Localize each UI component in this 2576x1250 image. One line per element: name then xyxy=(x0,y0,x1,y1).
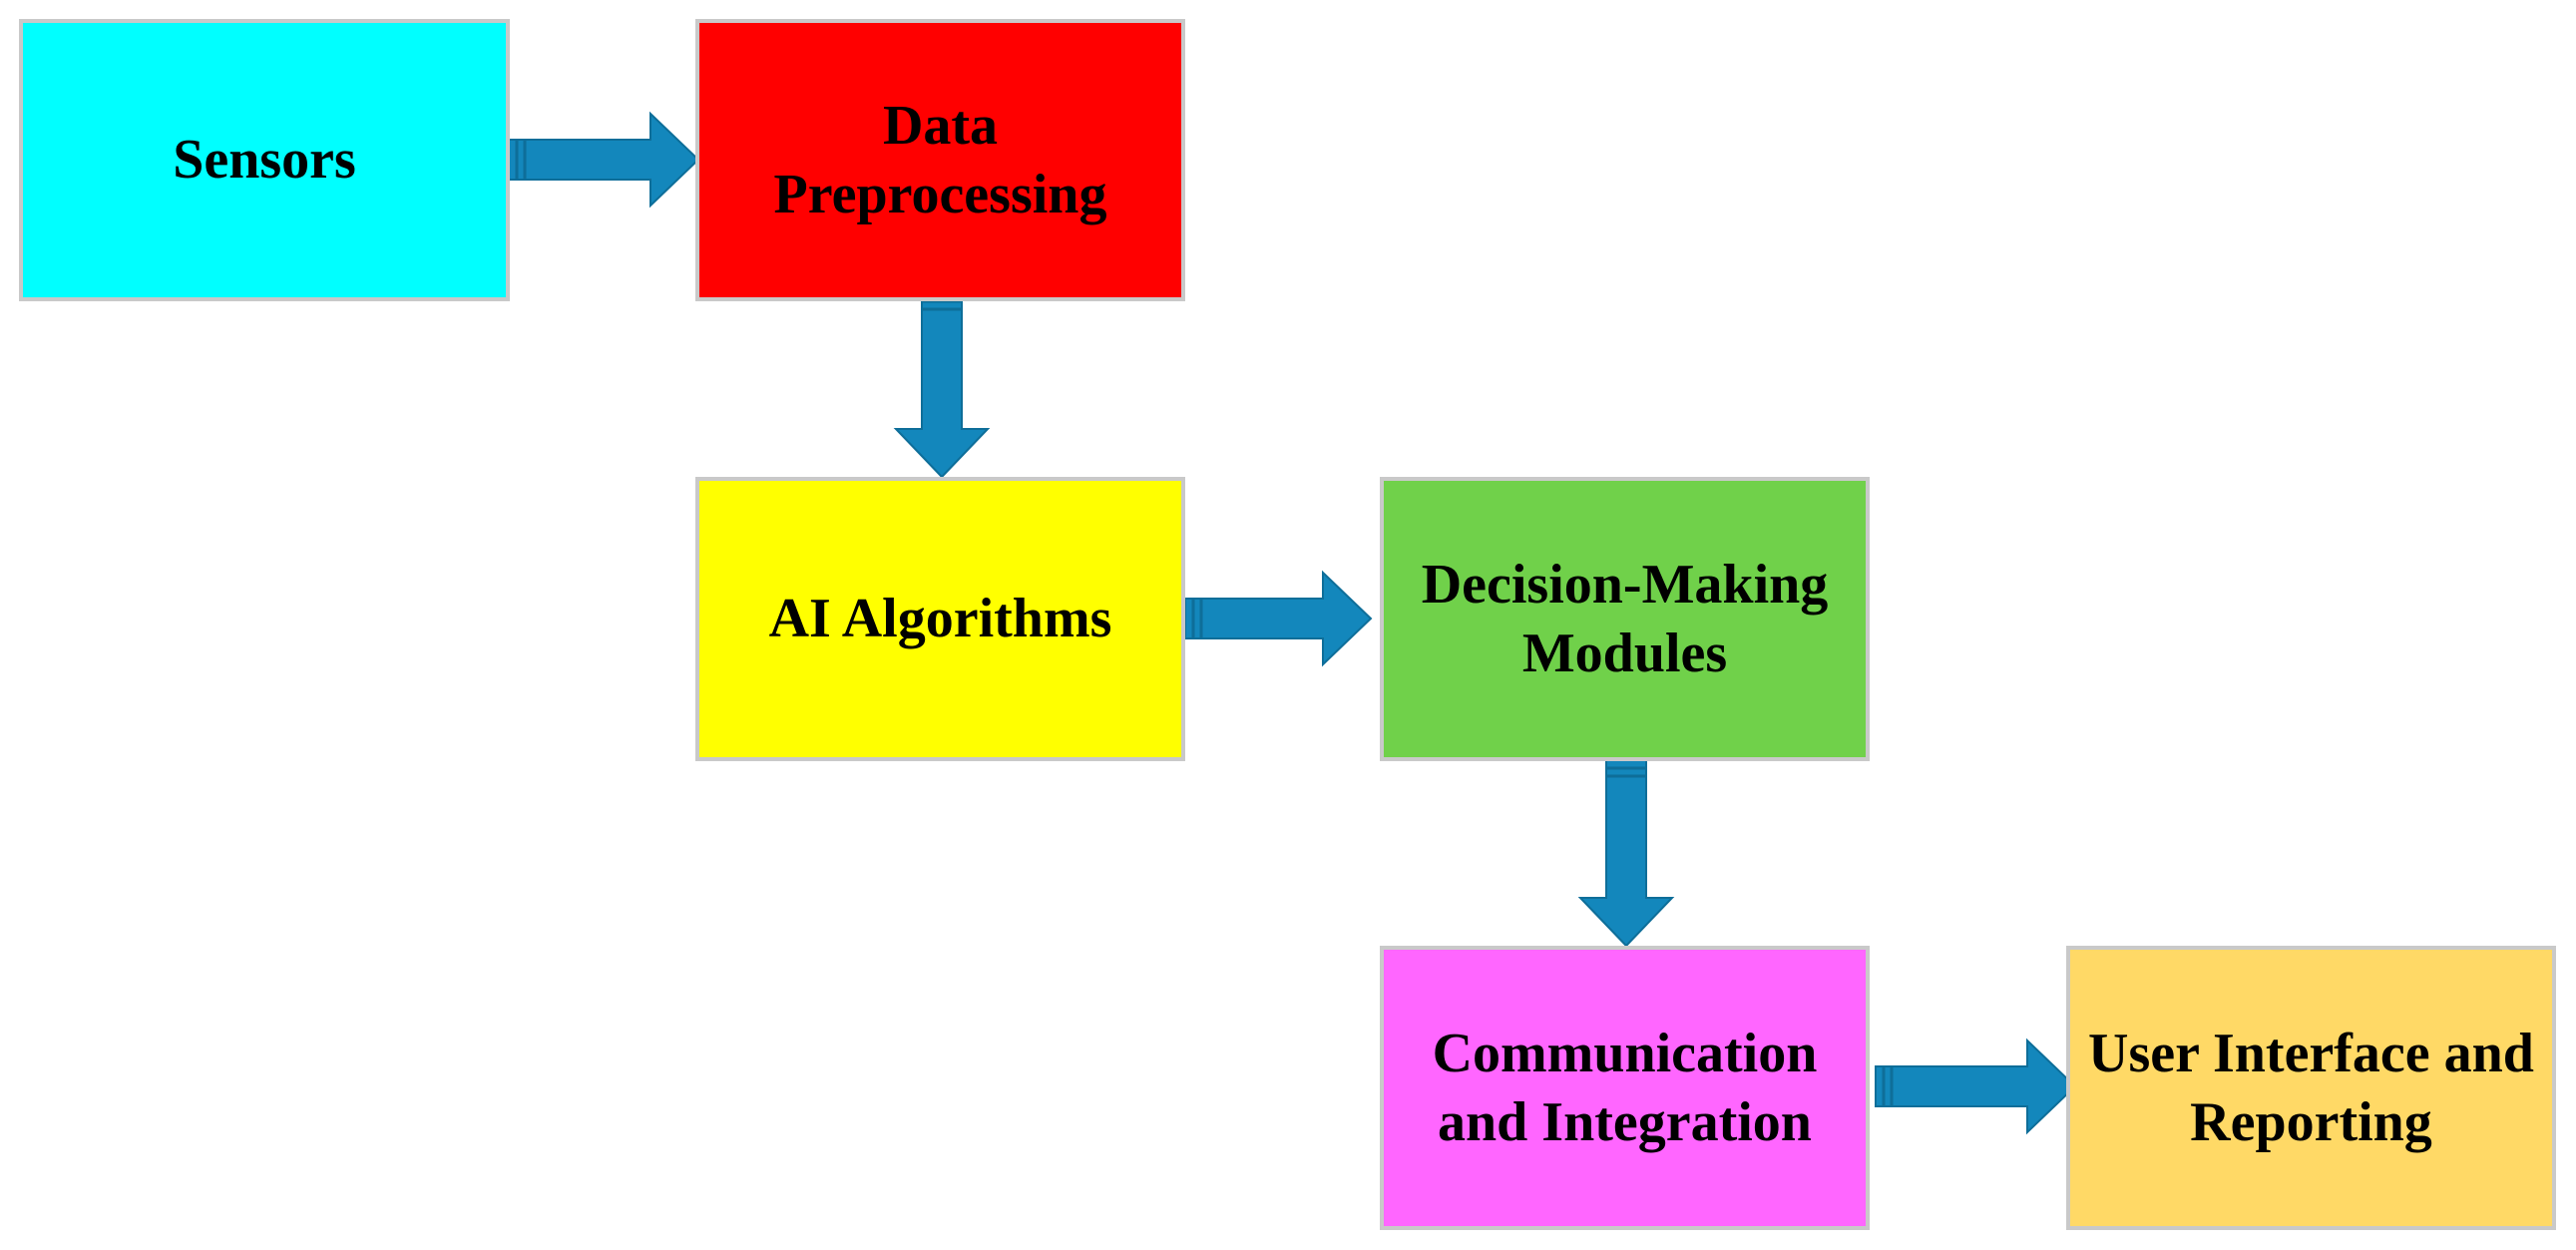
data-preprocessing-box: Data Preprocessing xyxy=(695,19,1185,301)
decision-making-modules-label: Decision-Making Modules xyxy=(1421,553,1829,684)
arrow-sensors-to-preprocessing-icon xyxy=(508,111,700,208)
ai-algorithms-label: AI Algorithms xyxy=(768,588,1112,649)
user-interface-reporting-label: User Interface and Reporting xyxy=(2088,1022,2534,1153)
communication-integration-box: Communication and Integration xyxy=(1380,946,1870,1230)
data-preprocessing-label: Data Preprocessing xyxy=(773,94,1107,225)
arrow-ai-to-decision-icon xyxy=(1184,570,1373,667)
sensors-label: Sensors xyxy=(173,129,356,191)
user-interface-reporting-box: User Interface and Reporting xyxy=(2066,946,2556,1230)
sensors-box: Sensors xyxy=(19,19,510,301)
arrow-decision-to-communication-icon xyxy=(1577,759,1675,948)
decision-making-modules-box: Decision-Making Modules xyxy=(1380,477,1870,761)
ai-algorithms-box: AI Algorithms xyxy=(695,477,1185,761)
communication-integration-label: Communication and Integration xyxy=(1432,1022,1818,1153)
arrow-communication-to-ui-icon xyxy=(1875,1038,2077,1135)
arrow-preprocessing-to-ai-icon xyxy=(893,292,991,479)
